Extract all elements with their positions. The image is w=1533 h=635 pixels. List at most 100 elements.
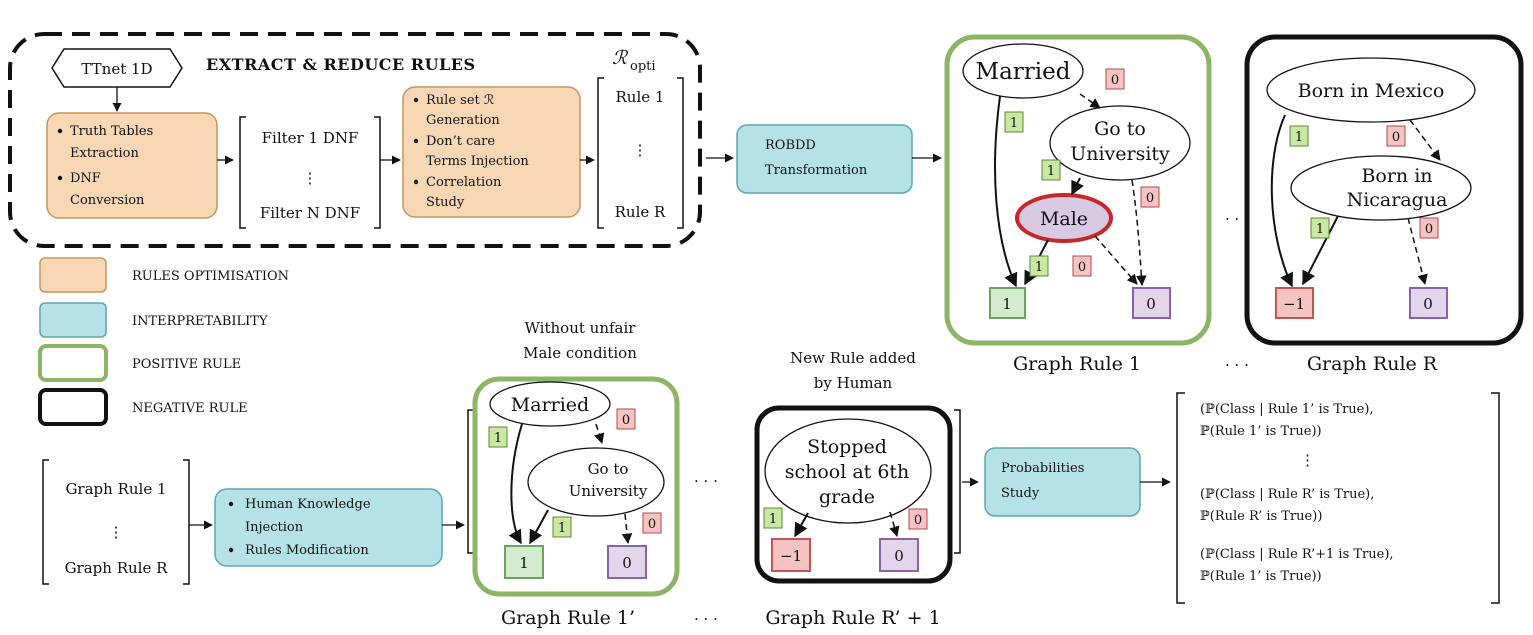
- svg-text:0: 0: [1111, 73, 1119, 88]
- output-0: [1409, 287, 1448, 319]
- svg-text:0: 0: [1078, 260, 1086, 275]
- extract-reduce-frame: [8, 32, 702, 248]
- edge-label-1: 1: [763, 507, 783, 529]
- svg-text:Born in Mexico: Born in Mexico: [1298, 80, 1445, 102]
- svg-text:POSITIVE RULE: POSITIVE RULE: [132, 357, 241, 372]
- edge-label-0: 0: [1140, 186, 1160, 208]
- output-0: [607, 545, 647, 579]
- svg-text:Married: Married: [511, 394, 589, 416]
- svg-text:1: 1: [1047, 164, 1055, 179]
- output-0: [1132, 287, 1171, 319]
- edge-label-1: 1: [552, 516, 572, 538]
- svg-text:1: 1: [1002, 295, 1012, 313]
- svg-text:1: 1: [769, 512, 777, 527]
- robdd-line1: ROBDD: [765, 138, 816, 153]
- r-opti-rule-last: Rule R: [615, 203, 666, 221]
- ttnet-label: TTnet 1D: [81, 60, 152, 78]
- dnf-line2: Conversion: [70, 193, 145, 208]
- edge-label-0: 0: [1386, 125, 1406, 147]
- svg-text:1: 1: [494, 431, 502, 446]
- ellipsis: · · ·: [694, 472, 718, 490]
- svg-text:0: 0: [1392, 130, 1400, 145]
- svg-text:University: University: [569, 482, 648, 500]
- prob-line-4: ℙ(Rule R’ is True)): [1200, 509, 1322, 524]
- svg-text:1: 1: [1010, 116, 1018, 131]
- node-male-label: Male: [1040, 208, 1088, 230]
- graph-rule-1-caption: Graph Rule 1: [1013, 353, 1141, 375]
- svg-text:Human Knowledge: Human Knowledge: [245, 497, 371, 512]
- r-opti-vdots: ⋮: [633, 141, 648, 159]
- prob-line-3: (ℙ(Class | Rule R’ is True),: [1200, 487, 1374, 502]
- new-rule-title-1: New Rule added: [790, 349, 916, 367]
- node-university: [527, 447, 665, 517]
- prob-line-2: ℙ(Rule 1’ is True)): [1200, 424, 1322, 439]
- human-knowledge-box: [214, 488, 443, 567]
- edge-label-1: 1: [1004, 111, 1024, 133]
- svg-text:Rules Modification: Rules Modification: [245, 543, 369, 558]
- graph-rule-first: Graph Rule 1: [65, 480, 166, 498]
- ellipsis: · · ·: [1225, 210, 1249, 228]
- svg-text:−1: −1: [780, 547, 802, 565]
- ruleset-box: [402, 86, 581, 218]
- svg-text:1: 1: [558, 521, 566, 536]
- svg-text:Study: Study: [1001, 486, 1040, 501]
- legend-swatch: [38, 388, 108, 426]
- edge-label-0: 0: [642, 512, 662, 534]
- svg-text:NEGATIVE RULE: NEGATIVE RULE: [132, 401, 248, 416]
- prob-line-5: (ℙ(Class | Rule R’+1 is True),: [1200, 547, 1394, 562]
- edge-label-0: 0: [908, 508, 928, 530]
- ttnet-hexagon: [51, 48, 183, 88]
- svg-text:0: 0: [622, 413, 630, 428]
- truth-tables-line1: Truth Tables: [70, 124, 153, 139]
- edge-label-0: 0: [1072, 255, 1092, 277]
- truth-tables-line2: Extraction: [70, 146, 139, 161]
- prob-line-1: (ℙ(Class | Rule 1’ is True),: [1200, 402, 1374, 417]
- ruleset-line1: Rule set ℛ: [426, 93, 494, 108]
- node-university: [1049, 105, 1191, 181]
- output-0: [879, 538, 919, 572]
- r-opti-symbol: ℛ: [612, 47, 629, 69]
- svg-text:0: 0: [894, 547, 904, 565]
- svg-text:Nicaragua: Nicaragua: [1347, 189, 1448, 211]
- svg-text:0: 0: [648, 517, 656, 532]
- node-married: [962, 43, 1084, 99]
- edge-label-0: 0: [1419, 217, 1439, 239]
- svg-text:0: 0: [622, 554, 632, 572]
- filter-vdots: ⋮: [303, 169, 318, 187]
- output-1: [989, 287, 1026, 319]
- unfair-title-2: Male condition: [523, 344, 637, 362]
- svg-text:Go to: Go to: [1094, 118, 1146, 140]
- ruleset-line4: Terms Injection: [426, 154, 529, 169]
- graph-rule-1p-caption: Graph Rule 1’: [501, 607, 635, 629]
- node-stopped-school: [764, 418, 932, 524]
- legend-swatch: [39, 257, 107, 293]
- legend-swatch: [39, 302, 107, 338]
- output-neg-1: [771, 538, 811, 572]
- svg-text:0: 0: [1146, 191, 1154, 206]
- ruleset-line2: Generation: [426, 113, 500, 128]
- svg-text:0: 0: [1146, 295, 1156, 313]
- probabilities-box: [984, 447, 1141, 517]
- edge-label-1: 1: [488, 426, 508, 448]
- svg-text:1: 1: [1295, 130, 1303, 145]
- ellipsis: · · ·: [1225, 356, 1249, 374]
- svg-text:INTERPRETABILITY: INTERPRETABILITY: [132, 314, 268, 329]
- svg-text:Probabilities: Probabilities: [1001, 461, 1084, 476]
- legend: RULES OPTIMISATION INTERPRETABILITY POSI…: [38, 257, 289, 426]
- svg-text:1: 1: [1316, 222, 1324, 237]
- prob-line-6: ℙ(Rule 1’ is True)): [1200, 569, 1322, 584]
- svg-text:Injection: Injection: [245, 520, 304, 535]
- svg-text:University: University: [1070, 143, 1170, 165]
- robdd-box: [736, 124, 913, 194]
- graph-rule-r-caption: Graph Rule R: [1307, 353, 1438, 375]
- svg-text:1: 1: [1035, 260, 1043, 275]
- ruleset-line3: Don’t care: [426, 134, 495, 149]
- prob-vdots: ⋮: [1300, 451, 1315, 469]
- svg-text:school at 6th: school at 6th: [785, 461, 910, 483]
- r-opti-sub: opti: [630, 59, 656, 74]
- extract-reduce-title: EXTRACT & REDUCE RULES: [206, 55, 476, 74]
- graph-rule-last: Graph Rule R: [65, 559, 169, 577]
- svg-text:RULES OPTIMISATION: RULES OPTIMISATION: [132, 269, 289, 284]
- edge-label-1: 1: [1289, 125, 1309, 147]
